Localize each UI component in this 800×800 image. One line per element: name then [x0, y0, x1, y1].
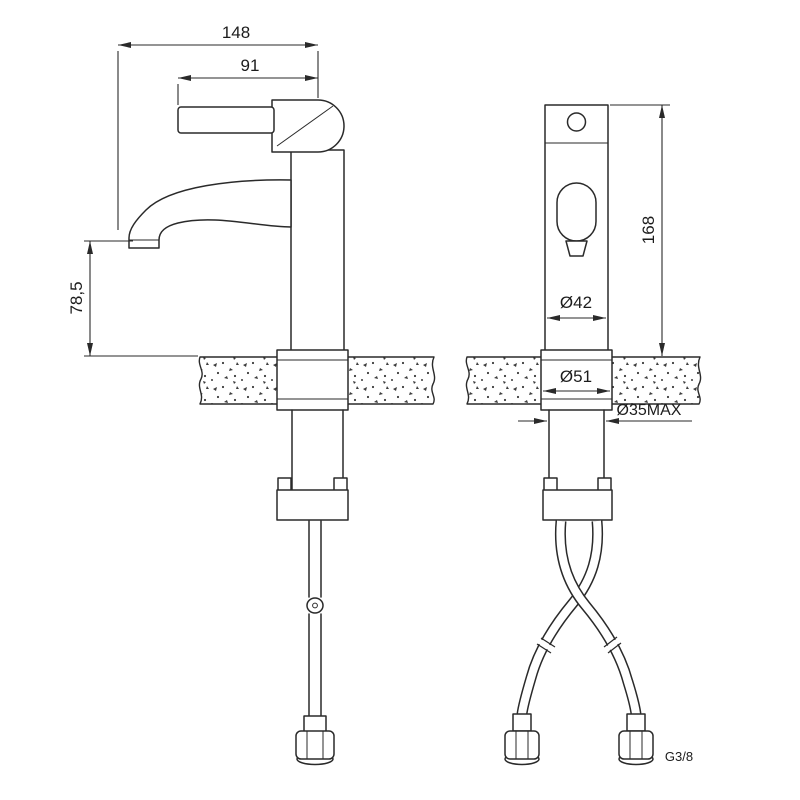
handle-joint-detail-line	[276, 105, 334, 147]
connector-nut	[295, 730, 335, 760]
aerator-front	[565, 240, 588, 257]
dim-body-height-label: 168	[639, 216, 658, 244]
spout-front	[556, 182, 597, 242]
mounting-nut-tab-right	[597, 477, 612, 492]
handle-lever	[177, 106, 275, 134]
supply-hoses	[516, 520, 642, 715]
hose-connector-right	[618, 713, 654, 766]
dim-body-diameter-label: Ø42	[560, 293, 592, 312]
connector-nut	[504, 730, 540, 760]
mounting-nut-body	[542, 489, 613, 521]
hose-break-edge	[536, 643, 552, 654]
front-view: Ø42 Ø51 Ø35MAX 168	[465, 104, 702, 766]
handle-joint	[271, 99, 345, 153]
dim-spout-height-label: 78,5	[67, 281, 86, 314]
hose-joint-bead-center	[312, 602, 318, 609]
dim-total-width-label: 148	[222, 23, 250, 42]
indicator-button	[566, 112, 587, 132]
hose-break-edge	[607, 642, 622, 654]
connector-neck	[626, 713, 646, 732]
hose-left-fill	[518, 520, 602, 715]
hose-connector-left	[504, 713, 540, 766]
mounting-nut-tab-right	[333, 477, 348, 492]
dim-flange-diameter-label: Ø51	[560, 367, 592, 386]
faucet-body-side	[290, 149, 345, 359]
hose-break-edge	[603, 636, 618, 648]
dimensions-front: 168	[610, 104, 670, 356]
thread-size-label: G3/8	[665, 749, 693, 764]
mounting-nut-tab-left	[277, 477, 292, 492]
hose-right-fill	[556, 520, 640, 715]
mounting-nut-tab-left	[543, 477, 558, 492]
hose-break	[537, 638, 555, 653]
dim-max-hole-label: Ø35MAX	[617, 402, 682, 419]
dimensions-side: 148 91 78,5	[67, 23, 319, 357]
base-flange-side	[276, 349, 349, 411]
mounting-nut-body	[276, 489, 349, 521]
side-view: 148 91 78,5	[67, 23, 436, 766]
spout-side	[128, 179, 292, 249]
dim-spout-reach-label: 91	[241, 56, 260, 75]
hose-break	[604, 638, 621, 652]
connector-neck	[512, 713, 532, 732]
hose-break-edge	[540, 637, 556, 648]
connector-nut	[618, 730, 654, 760]
hose-joint-bead	[306, 597, 324, 614]
